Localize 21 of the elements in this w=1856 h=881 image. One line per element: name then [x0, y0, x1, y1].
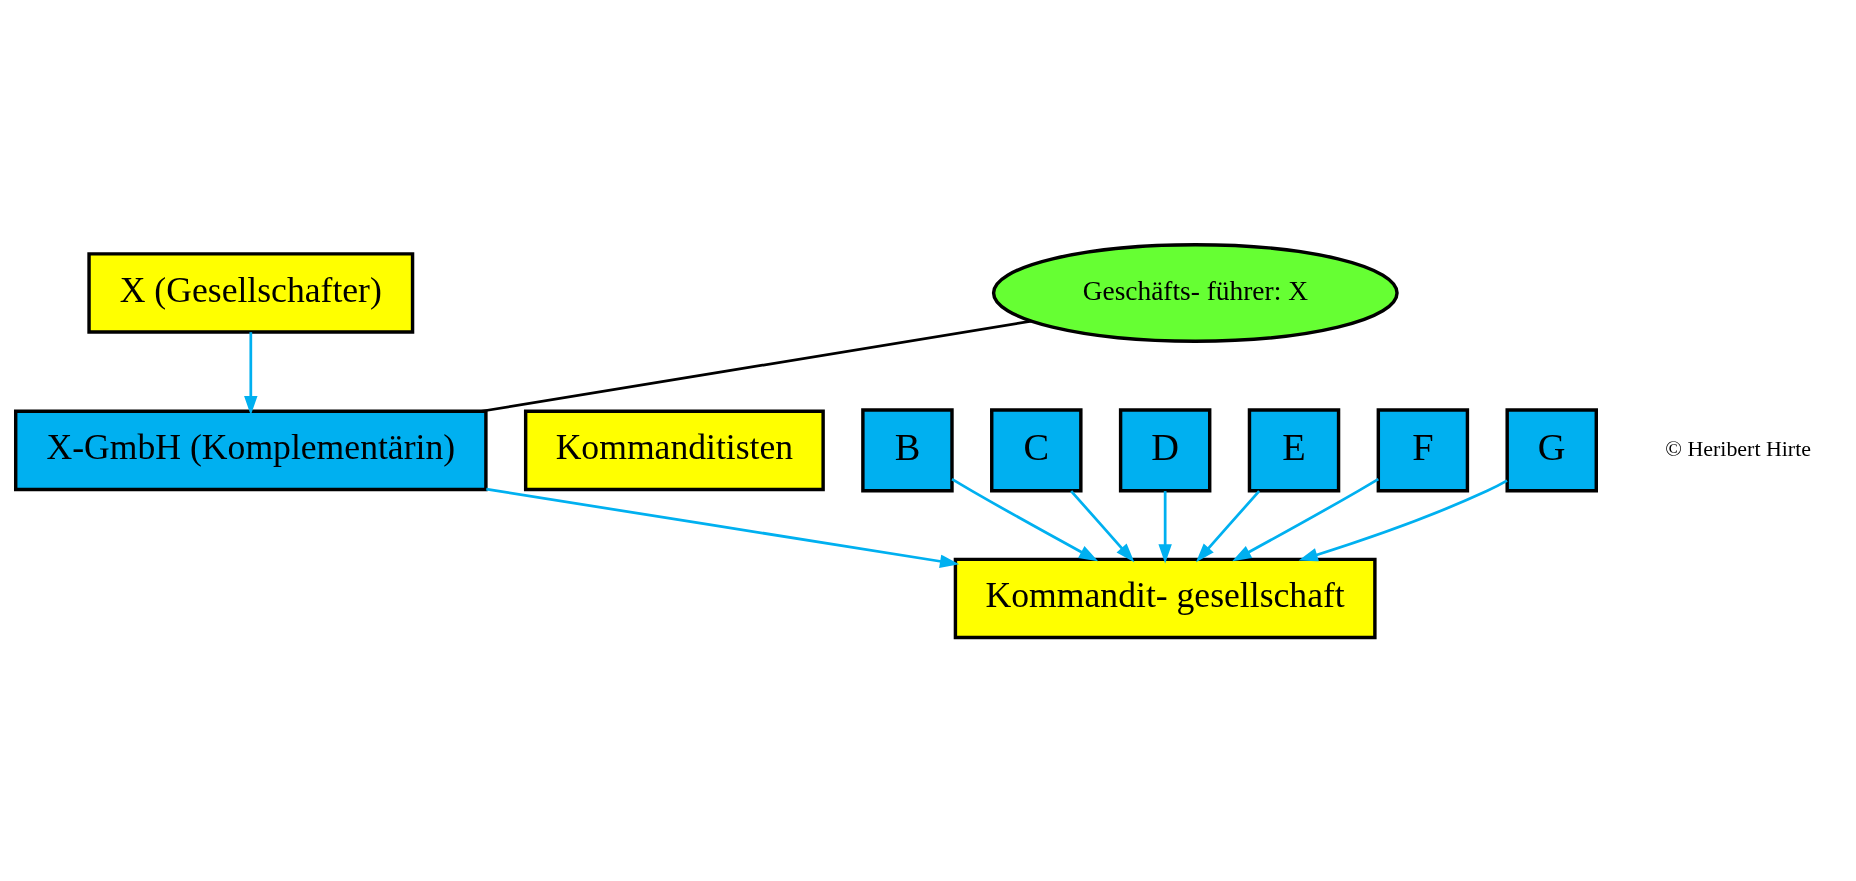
arrow — [1298, 478, 1508, 561]
node-ellipse: Geschäfts- führer: X — [991, 242, 1399, 343]
node-box: Kommandit- gesellschaft — [953, 557, 1377, 639]
node-box: C — [990, 407, 1083, 493]
label: © Heribert Hirte — [1665, 435, 1812, 461]
node-box: E — [1247, 407, 1341, 493]
node-box: F — [1376, 407, 1470, 493]
arrow — [951, 477, 1099, 561]
arrow — [244, 331, 258, 415]
connector — [481, 319, 1032, 413]
node-box: B — [861, 407, 954, 493]
arrow — [1070, 489, 1135, 562]
node-box: X-GmbH (Komplementärin) — [14, 409, 488, 491]
node-box: X (Gesellschafter) — [87, 251, 415, 334]
node-box: Kommanditisten — [523, 409, 825, 491]
node-box: D — [1118, 407, 1212, 493]
arrow — [1232, 477, 1379, 561]
arrow — [1158, 490, 1172, 563]
arrow — [486, 487, 960, 568]
arrow — [1195, 489, 1261, 562]
node-box: G — [1505, 407, 1598, 493]
